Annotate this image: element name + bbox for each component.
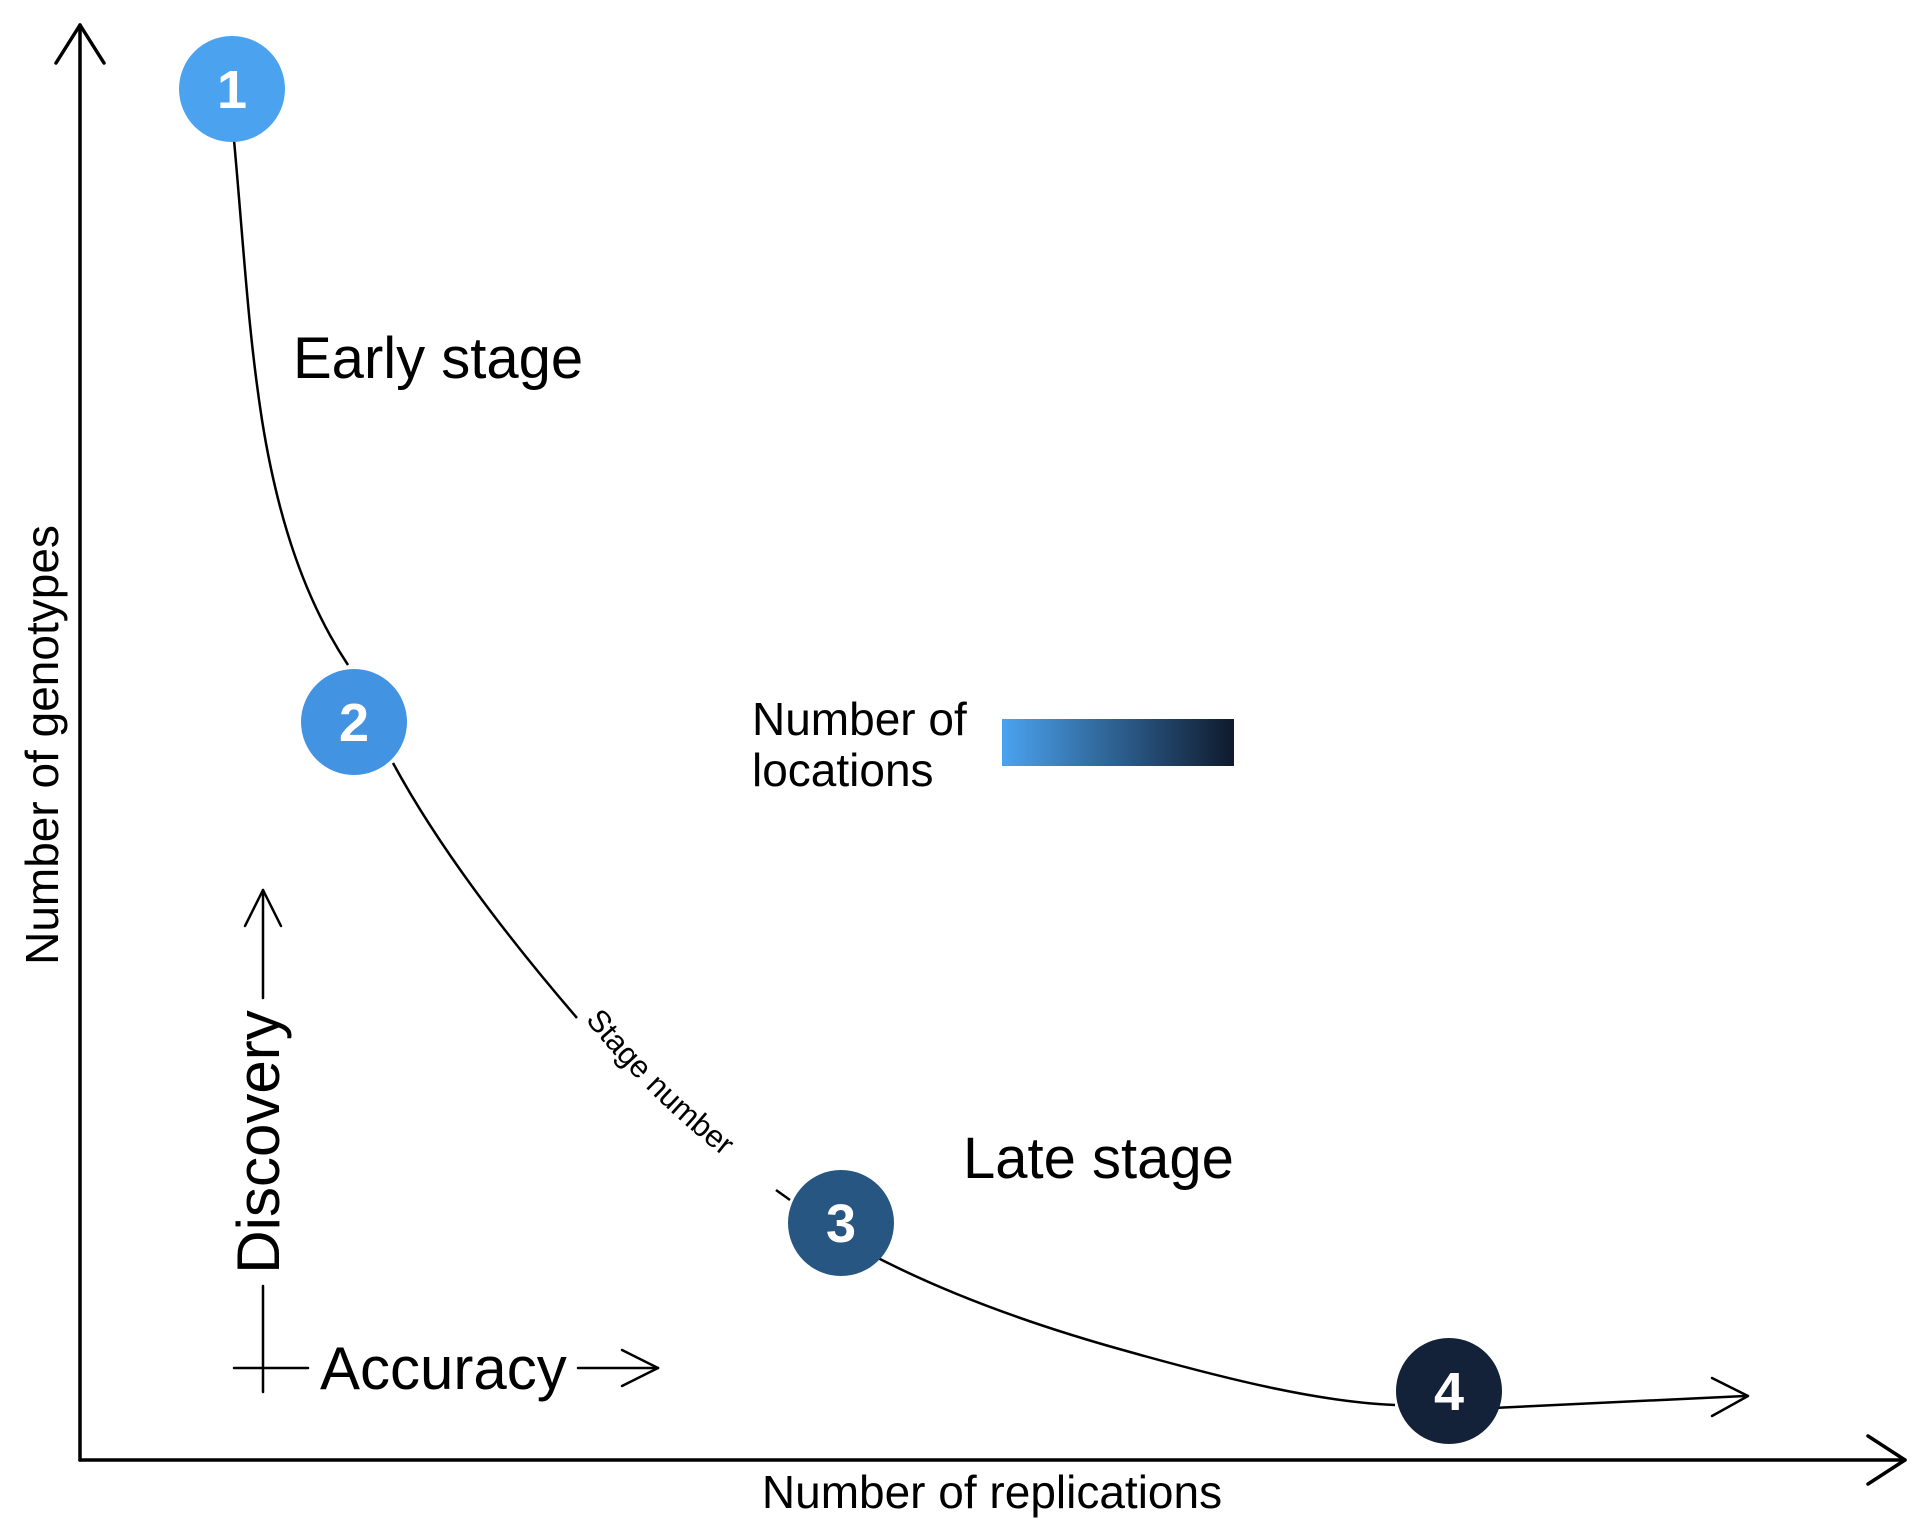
stage-node-4: 4 [1396, 1338, 1502, 1444]
legend: Number of locations [752, 693, 1234, 796]
early-stage-label: Early stage [293, 326, 583, 391]
discovery-arrowhead [243, 888, 283, 928]
late-stage-label: Late stage [963, 1126, 1234, 1191]
legend-gradient-bar [1002, 719, 1234, 766]
stage-node-3-number: 3 [826, 1194, 856, 1254]
curve-end-arrowhead [1710, 1376, 1750, 1418]
y-axis-title: Number of genotypes [16, 525, 68, 965]
stage-node-1-circle [179, 36, 285, 142]
curve-label: Stage number [580, 1002, 741, 1162]
legend-label-line2: locations [752, 744, 934, 796]
x-axis-arrowhead [1866, 1434, 1907, 1486]
stage-node-2-number: 2 [339, 693, 369, 753]
curve-segment-tail [1492, 1394, 1746, 1410]
curve-label-tick [775, 1188, 791, 1202]
curve-segment-3-4 [877, 1256, 1396, 1407]
legend-label-line1: Number of [752, 693, 967, 745]
stage-node-4-number: 4 [1434, 1362, 1464, 1422]
stage-node-4-circle [1396, 1338, 1502, 1444]
stage-node-3-circle [788, 1170, 894, 1276]
accuracy-arrowhead [620, 1348, 660, 1388]
stage-node-3: 3 [788, 1170, 894, 1276]
stage-node-2: 2 [301, 669, 407, 775]
stage-node-2-circle [301, 669, 407, 775]
discovery-label: Discovery [225, 1010, 292, 1273]
y-axis-arrowhead [54, 23, 106, 65]
curve-segment-1-2 [232, 139, 350, 666]
curve-label-text: Stage number [580, 1002, 741, 1162]
tradeoff-inset: Discovery Accuracy [225, 888, 660, 1402]
axes [54, 23, 1907, 1486]
curve-segment-2-3 [391, 762, 578, 1019]
stage-node-1: 1 [179, 36, 285, 142]
x-axis-title: Number of replications [762, 1466, 1222, 1518]
accuracy-label: Accuracy [320, 1335, 567, 1402]
stage-node-1-number: 1 [217, 60, 247, 120]
stage-curve [232, 139, 1750, 1418]
